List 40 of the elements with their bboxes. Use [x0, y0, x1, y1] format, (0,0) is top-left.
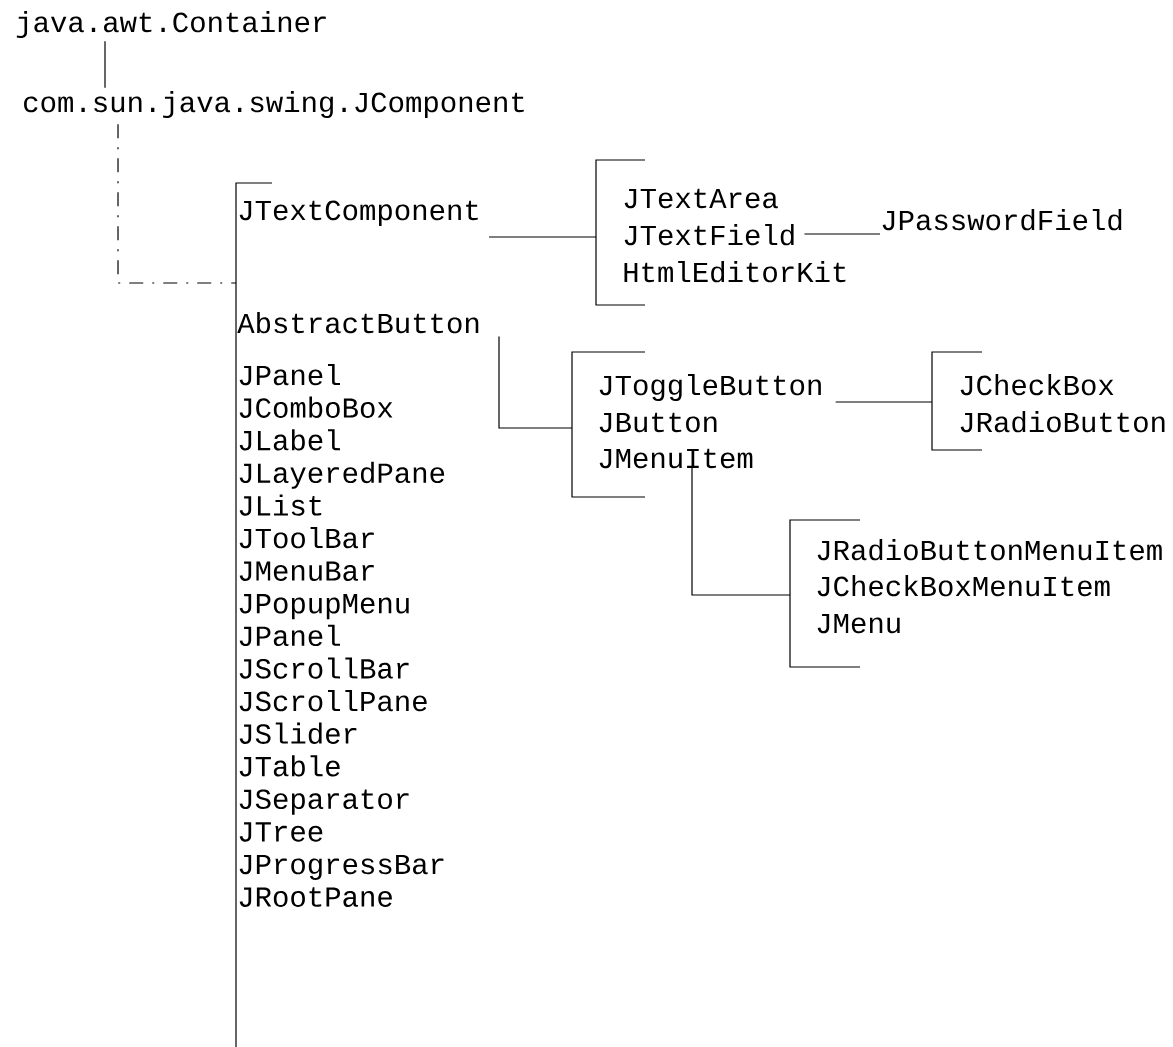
class-name: java.awt.Container — [16, 11, 326, 38]
class-name: JScrollBar — [239, 657, 409, 679]
class-name: JSeparator — [239, 789, 409, 815]
class-name: JToggleButton — [599, 374, 821, 401]
connector-line — [498, 335, 573, 429]
connector-line — [117, 123, 237, 284]
connector-line — [104, 40, 106, 89]
class-name: AbstractButton — [237, 312, 479, 334]
class-name: JRadioButtonMenuItem — [817, 539, 1162, 561]
class-name: JPanel — [239, 624, 340, 647]
class-name: JTextComponent — [239, 200, 478, 226]
class-name: JLayeredPane — [239, 461, 445, 489]
class-name: JMenuItem — [599, 448, 753, 469]
class-name: JLabel — [239, 429, 340, 451]
class-name: JComboBox — [239, 396, 393, 418]
connector-line — [488, 236, 597, 238]
class-name: HtmlEditorKit — [624, 261, 846, 283]
class-name: JTextField — [624, 224, 794, 246]
class-name: JTextArea — [624, 188, 778, 209]
class-name: JRadioButton — [960, 411, 1165, 433]
class-name: JScrollPane — [239, 690, 427, 712]
class-name: JButton — [599, 412, 717, 433]
class-name: JList — [239, 494, 322, 516]
class-name: JToolBar — [239, 527, 374, 549]
class-name: JTable — [239, 755, 340, 777]
class-name: JCheckBoxMenuItem — [817, 575, 1110, 597]
class-name: JSlider — [239, 722, 357, 744]
class-name: JPanel — [239, 364, 340, 386]
class-name: JMenu — [817, 613, 900, 634]
connector-line — [691, 466, 791, 596]
class-name: JCheckBox — [960, 374, 1114, 396]
class-name: JMenuBar — [239, 561, 374, 581]
class-name: JPasswordField — [882, 209, 1122, 231]
class-name: com.sun.java.swing.JComponent — [24, 91, 524, 118]
connector-line — [803, 233, 881, 235]
class-name: JProgressBar — [239, 854, 444, 880]
class-name: JRootPane — [239, 887, 392, 907]
class-name: JTree — [239, 822, 323, 842]
class-name: JPopupMenu — [239, 594, 409, 620]
connector-line — [835, 401, 933, 403]
